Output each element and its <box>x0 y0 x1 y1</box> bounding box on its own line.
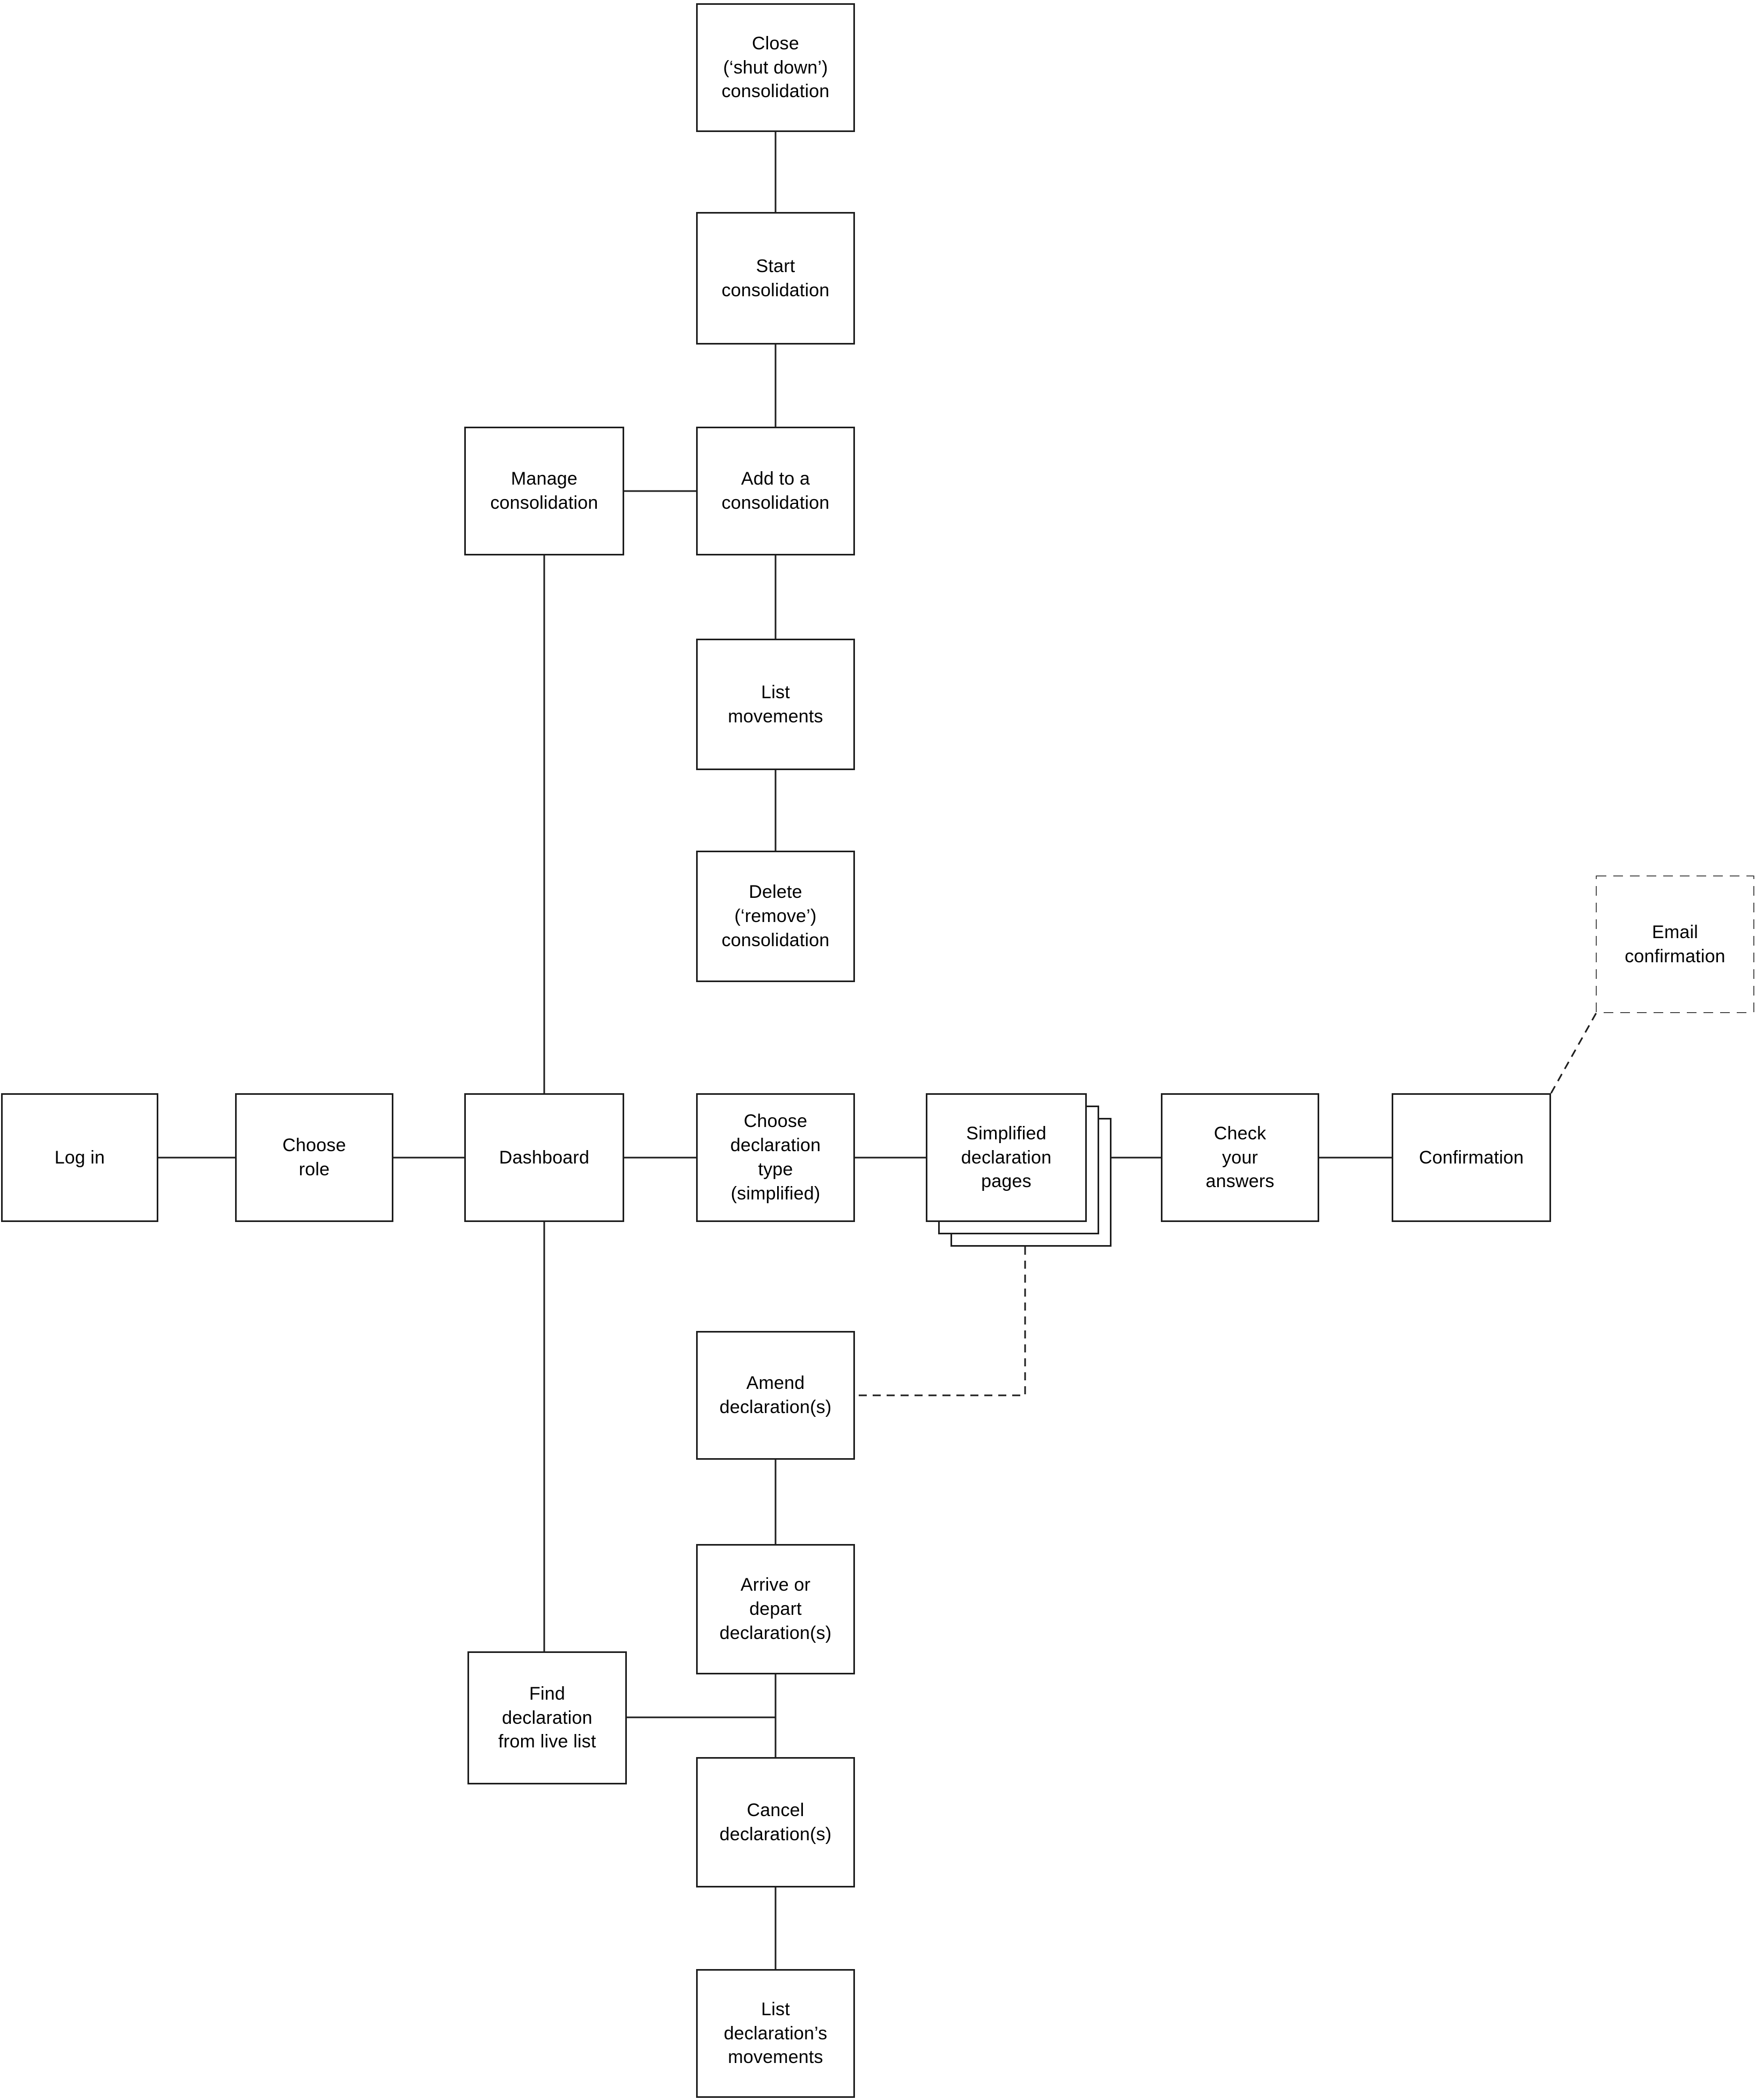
node-amend-declarations: Amend declaration(s) <box>696 1331 855 1460</box>
connector-confirmation-email-dashed <box>1550 1012 1598 1094</box>
node-email-confirmation-label: Email confirmation <box>1625 921 1725 967</box>
node-log-in-label: Log in <box>54 1147 105 1168</box>
node-close-consolidation: Close (‘shut down’) consolidation <box>696 3 855 132</box>
node-find-declaration-from-live-list: Find declaration from live list <box>467 1651 627 1784</box>
node-amend-declarations-label: Amend declaration(s) <box>719 1373 832 1417</box>
node-manage-consolidation-label: Manage consolidation <box>490 469 598 513</box>
node-check-your-answers: Check your answers <box>1161 1093 1319 1222</box>
node-cancel-declarations: Cancel declaration(s) <box>696 1757 855 1887</box>
node-start-consolidation: Start consolidation <box>696 212 855 345</box>
node-close-consolidation-label: Close (‘shut down’) consolidation <box>721 33 830 102</box>
node-choose-declaration-type-label: Choose declaration type (simplified) <box>730 1111 821 1204</box>
node-list-movements: List movements <box>696 639 855 770</box>
connector-pages-amend-dashed <box>855 1247 1026 1396</box>
node-list-movements-label: List movements <box>728 682 823 727</box>
node-arrive-or-depart-declarations: Arrive or depart declaration(s) <box>696 1544 855 1674</box>
node-choose-declaration-type: Choose declaration type (simplified) <box>696 1093 855 1222</box>
node-add-to-consolidation: Add to a consolidation <box>696 427 855 555</box>
node-confirmation: Confirmation <box>1392 1093 1551 1222</box>
node-dashboard: Dashboard <box>464 1093 624 1222</box>
node-delete-consolidation: Delete (‘remove’) consolidation <box>696 851 855 982</box>
node-start-consolidation-label: Start consolidation <box>721 255 830 301</box>
node-list-declarations-movements: List declaration’s movements <box>696 1969 855 2098</box>
node-simplified-declaration-pages-label: Simplified declaration pages <box>961 1123 1052 1192</box>
node-choose-role: Choose role <box>235 1093 393 1222</box>
node-confirmation-label: Confirmation <box>1418 1147 1524 1168</box>
node-delete-consolidation-label: Delete (‘remove’) consolidation <box>721 882 830 950</box>
node-simplified-declaration-pages: Simplified declaration pages <box>926 1093 1087 1222</box>
node-manage-consolidation: Manage consolidation <box>464 427 624 555</box>
node-dashboard-label: Dashboard <box>499 1147 590 1168</box>
node-choose-role-label: Choose role <box>282 1135 346 1180</box>
node-check-your-answers-label: Check your answers <box>1205 1123 1275 1192</box>
node-cancel-declarations-label: Cancel declaration(s) <box>719 1799 832 1845</box>
node-arrive-or-depart-declarations-label: Arrive or depart declaration(s) <box>719 1575 832 1643</box>
node-find-declaration-from-live-list-label: Find declaration from live list <box>498 1683 596 1752</box>
node-email-confirmation: Email confirmation <box>1597 876 1753 1012</box>
node-list-declarations-movements-label: List declaration’s movements <box>723 1999 828 2068</box>
node-add-to-consolidation-label: Add to a consolidation <box>721 469 830 513</box>
node-log-in: Log in <box>1 1093 158 1222</box>
